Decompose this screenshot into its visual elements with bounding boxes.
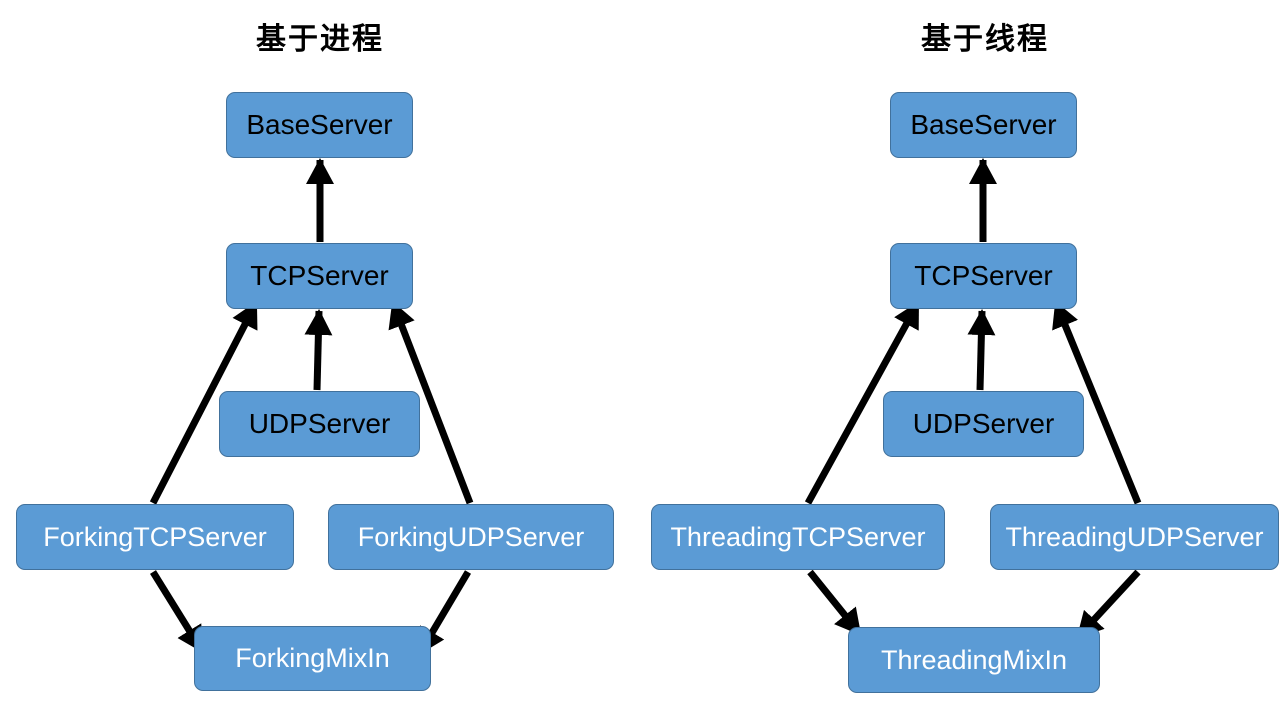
arrow-left-forkingtcp-to-mixin — [150, 570, 205, 653]
right-threadingtcpserver-box: ThreadingTCPServer — [651, 504, 945, 570]
right-threadingmixin-box: ThreadingMixIn — [848, 627, 1100, 693]
left-forkingudpserver-box: ForkingUDPServer — [328, 504, 614, 570]
right-baseserver-box: BaseServer — [890, 92, 1077, 158]
arrow-right-udp-to-tcp — [967, 309, 996, 391]
right-udpserver-box: UDPServer — [883, 391, 1084, 457]
left-tcpserver-box: TCPServer — [226, 243, 413, 309]
arrow-left-forkingtcp-to-tcp — [149, 301, 260, 505]
arrow-right-threadingtcp-to-mixin — [807, 569, 863, 637]
left-forkingmixin-box: ForkingMixIn — [194, 626, 431, 691]
arrow-right-threadingtcp-to-tcp — [804, 301, 922, 505]
left-baseserver-box: BaseServer — [226, 92, 413, 158]
arrow-right-threadingudp-to-mixin — [1075, 569, 1141, 640]
right-threadingudpserver-box: ThreadingUDPServer — [990, 504, 1279, 570]
right-tcpserver-box: TCPServer — [890, 243, 1077, 309]
left-diagram-title: 基于进程 — [256, 22, 384, 57]
arrow-left-udp-to-tcp — [304, 309, 333, 391]
left-udpserver-box: UDPServer — [219, 391, 420, 457]
arrow-right-threadingudp-to-tcp — [1052, 301, 1142, 505]
right-diagram-title: 基于线程 — [921, 22, 1049, 57]
left-forkingtcpserver-box: ForkingTCPServer — [16, 504, 294, 570]
arrow-left-forkingudp-to-tcp — [388, 301, 474, 505]
